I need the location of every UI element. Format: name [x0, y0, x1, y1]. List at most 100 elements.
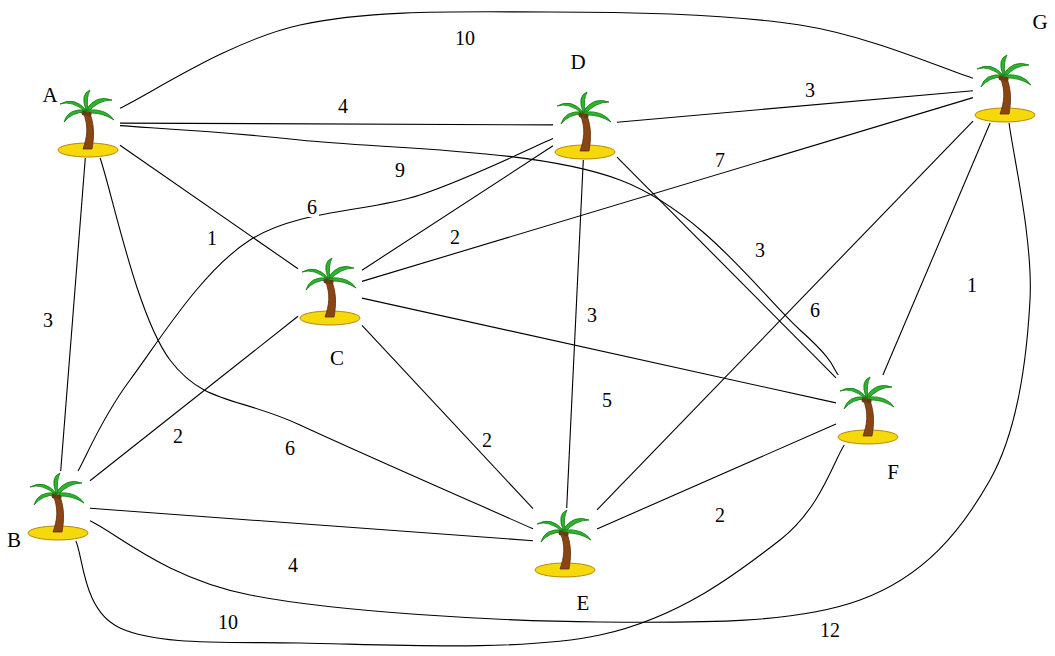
route-weight: 7 — [713, 150, 727, 170]
palm-frond — [306, 278, 328, 290]
sea-route-line — [90, 123, 1030, 622]
palm-frond — [57, 493, 84, 503]
palm-trunk — [580, 113, 591, 151]
route-weight: 3 — [41, 310, 55, 330]
palm-tree-icon — [553, 90, 617, 160]
palm-tree-icon — [26, 471, 90, 541]
island-node: G — [973, 53, 1037, 123]
sea-route-line — [883, 123, 990, 375]
sea-route-line — [362, 325, 533, 508]
island-letter: A — [42, 85, 57, 106]
palm-trunk — [560, 531, 571, 569]
sea-route-line — [120, 123, 553, 125]
palm-tree-icon — [298, 256, 362, 326]
route-weight: 3 — [803, 80, 817, 100]
sea-route-line — [362, 98, 973, 282]
coconut — [324, 279, 329, 284]
palm-tree-icon — [533, 508, 597, 578]
route-weight: 10 — [216, 612, 240, 632]
palm-frond — [64, 110, 86, 122]
coconut — [867, 399, 872, 404]
palm-frond — [87, 110, 114, 120]
palm-trunk — [83, 111, 94, 149]
route-weight: 1 — [205, 228, 219, 248]
palm-frond — [329, 278, 356, 288]
coconut — [564, 532, 569, 537]
palm-frond — [867, 397, 894, 407]
sea-route-line — [100, 158, 533, 529]
sea-route-line — [78, 139, 553, 471]
palm-frond — [1001, 55, 1007, 75]
sea-route-line — [120, 12, 973, 108]
coconut — [87, 112, 92, 117]
palm-frond — [844, 397, 866, 409]
island-node: D — [553, 90, 617, 160]
palm-trunk — [53, 494, 64, 532]
sea-route-line — [567, 160, 584, 508]
route-weight: 4 — [336, 96, 350, 116]
sea-route-line — [90, 508, 533, 540]
route-weight: 6 — [305, 197, 319, 217]
island-letter: C — [330, 348, 344, 369]
island-node: A — [56, 88, 120, 158]
coconut — [82, 111, 87, 116]
sea-route-line — [76, 445, 845, 646]
route-weight: 6 — [283, 438, 297, 458]
island-node: E — [533, 508, 597, 578]
route-weight: 6 — [808, 300, 822, 320]
palm-frond — [326, 258, 332, 278]
route-weight: 2 — [171, 426, 185, 446]
route-weight: 10 — [453, 28, 477, 48]
sea-route-line — [362, 146, 553, 270]
island-node: B — [26, 471, 90, 541]
palm-tree-icon — [836, 375, 900, 445]
palm-frond — [54, 473, 60, 493]
sea-route-line — [362, 298, 836, 403]
coconut — [559, 531, 564, 536]
coconut — [1004, 77, 1009, 82]
route-weight: 9 — [393, 160, 407, 180]
sea-route-line — [597, 424, 836, 529]
island-node: C — [298, 256, 362, 326]
route-weight: 2 — [713, 505, 727, 525]
coconut — [579, 113, 584, 118]
route-weight: 3 — [585, 305, 599, 325]
palm-frond — [584, 112, 611, 122]
sea-route-line — [61, 158, 86, 471]
palm-frond — [564, 530, 591, 540]
palm-trunk — [863, 398, 874, 436]
sea-route-line — [597, 121, 973, 510]
sea-route-line — [120, 145, 298, 269]
sea-route-line — [617, 157, 836, 378]
palm-frond — [1004, 75, 1031, 85]
coconut — [57, 495, 62, 500]
sea-route-line — [617, 91, 973, 122]
palm-tree-icon — [56, 88, 120, 158]
palm-frond — [34, 493, 56, 505]
route-weight: 1 — [965, 275, 979, 295]
palm-frond — [981, 75, 1003, 87]
route-weight: 5 — [600, 390, 614, 410]
palm-tree-icon — [973, 53, 1037, 123]
palm-frond — [561, 510, 567, 530]
island-node: F — [836, 375, 900, 445]
route-weight: 3 — [753, 240, 767, 260]
route-weight: 4 — [286, 555, 300, 575]
palm-frond — [864, 377, 870, 397]
coconut — [584, 114, 589, 119]
island-letter: F — [887, 462, 899, 483]
sea-route-line — [120, 126, 838, 375]
route-weight: 2 — [448, 227, 462, 247]
route-weight: 2 — [480, 430, 494, 450]
island-letter: G — [1032, 12, 1047, 33]
island-letter: D — [570, 52, 585, 73]
palm-frond — [84, 90, 90, 110]
palm-frond — [541, 530, 563, 542]
coconut — [999, 76, 1004, 81]
island-letter: B — [7, 530, 21, 551]
palm-frond — [561, 112, 583, 124]
coconut — [862, 398, 867, 403]
palm-frond — [581, 92, 587, 112]
